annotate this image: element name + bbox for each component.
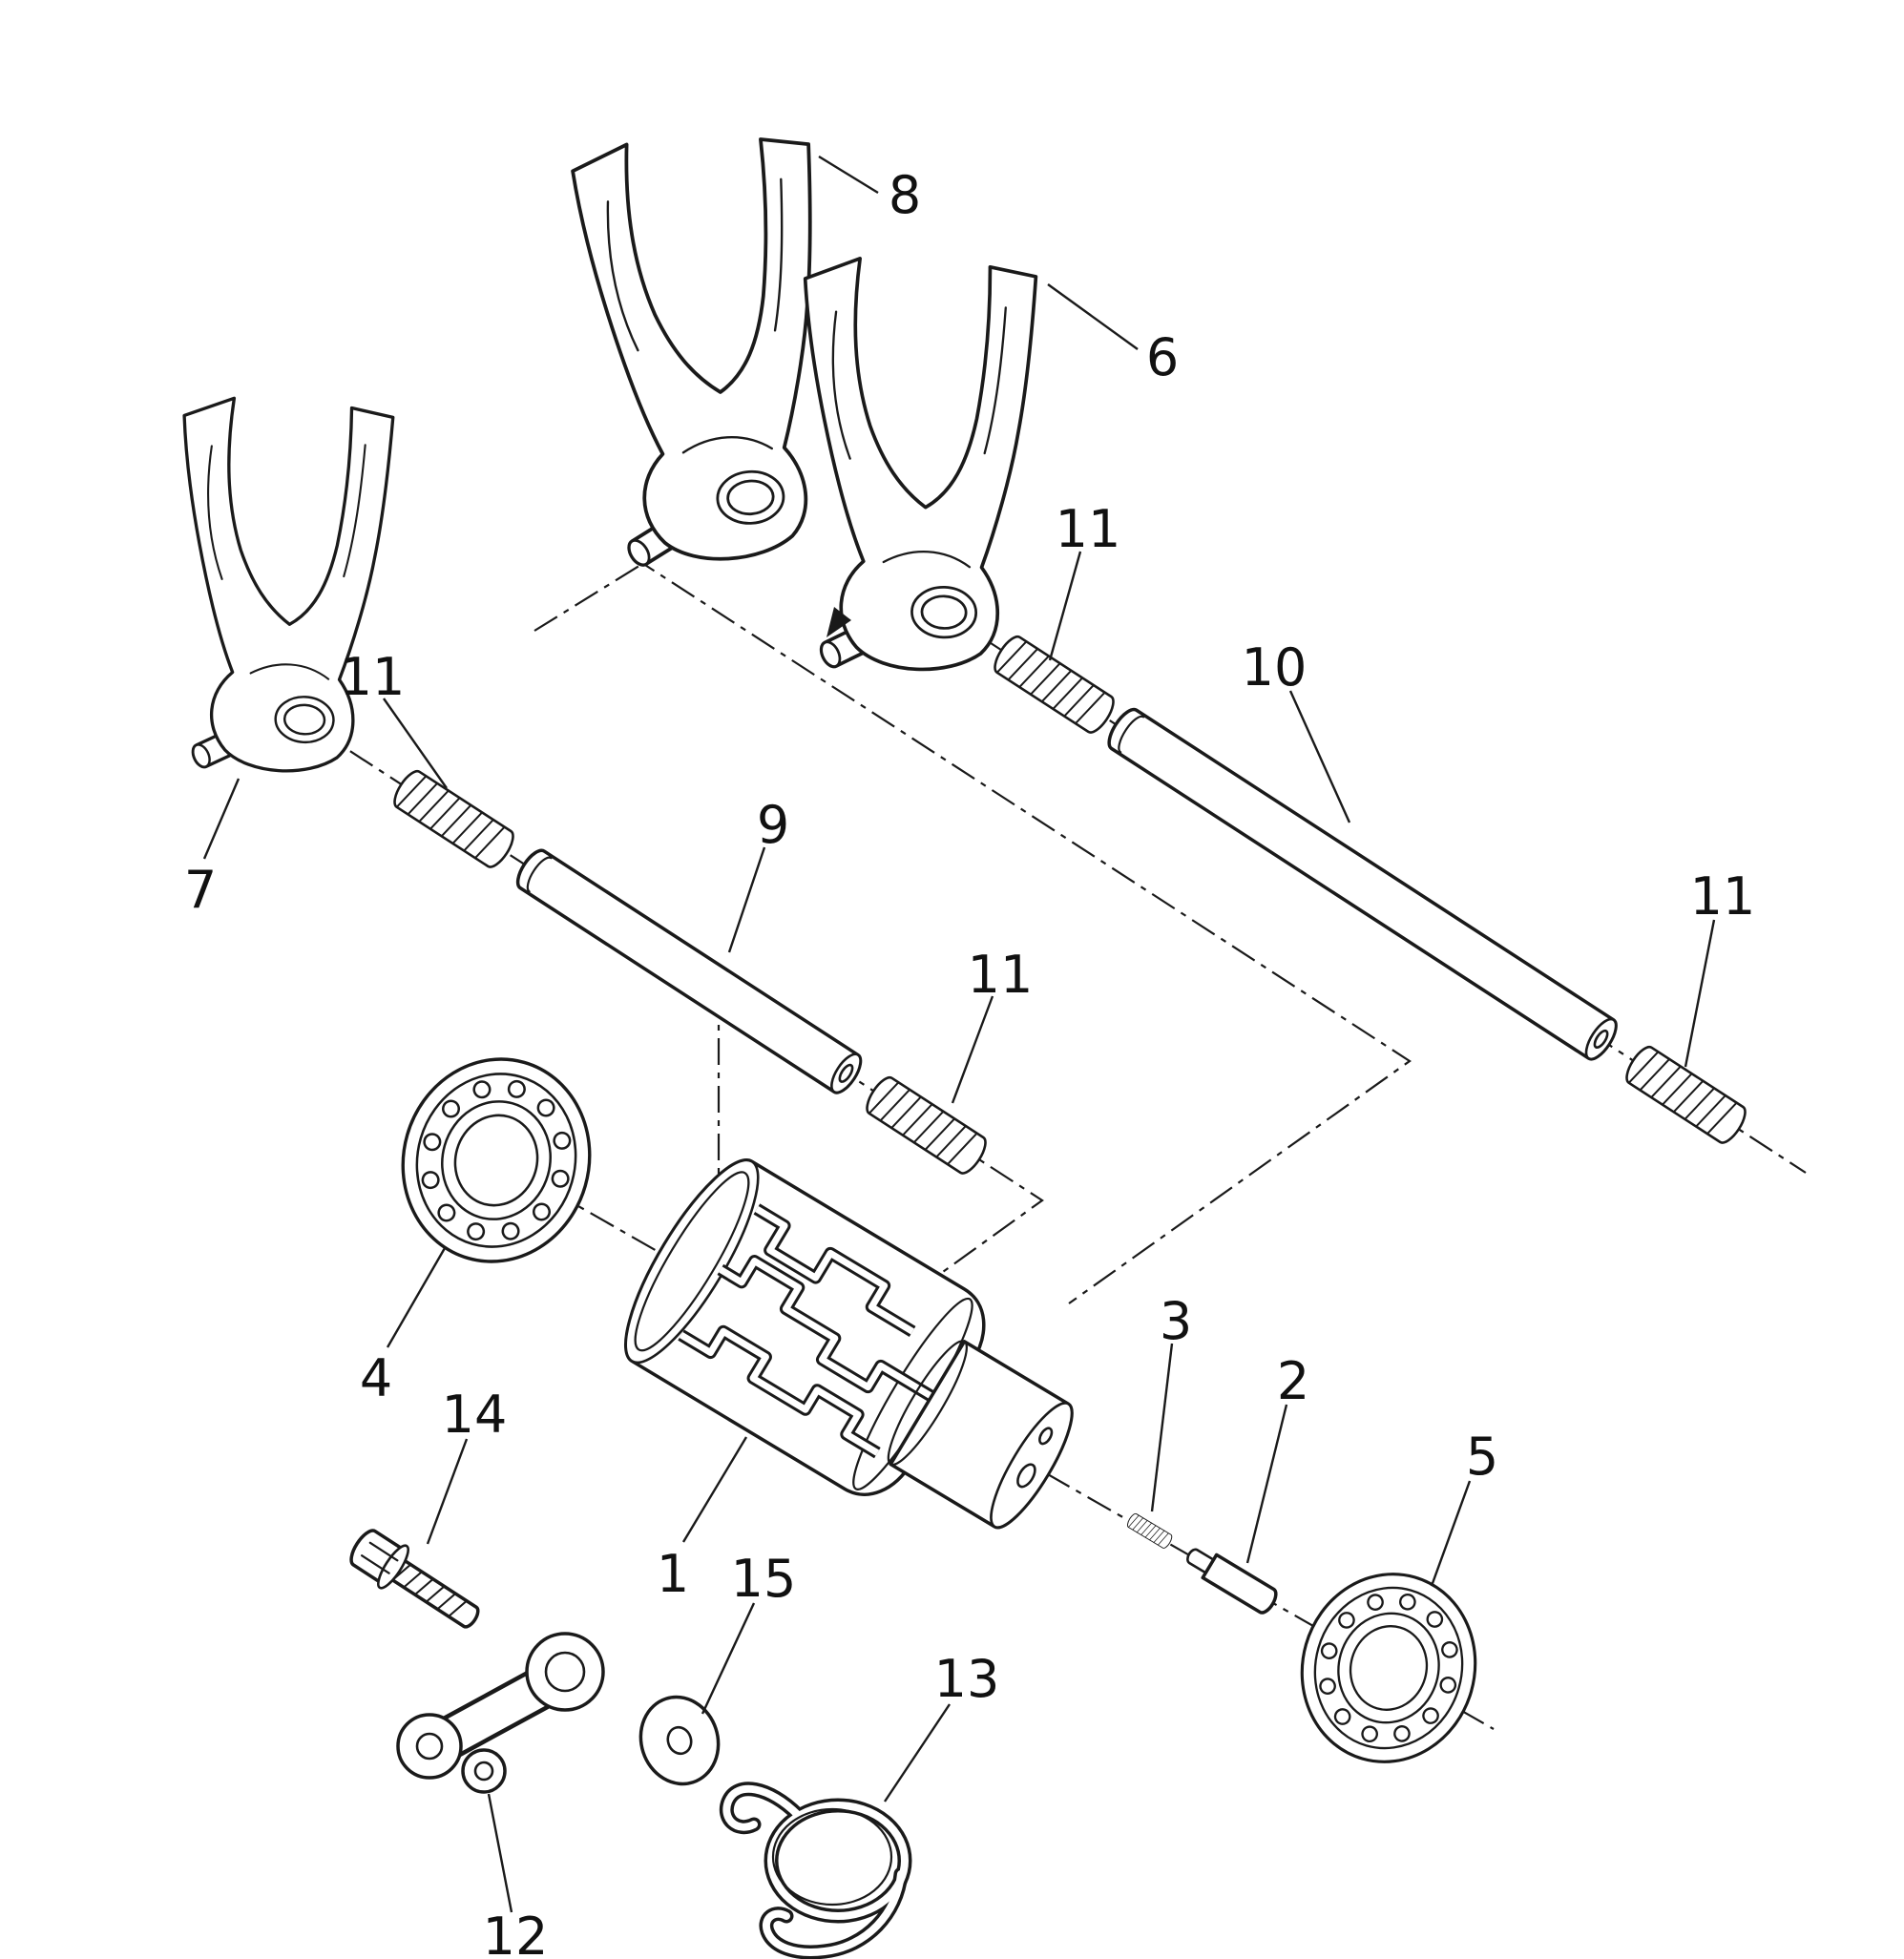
washer-15 bbox=[638, 1695, 721, 1786]
callout-10: 10 bbox=[1242, 637, 1308, 698]
callout-6: 6 bbox=[1146, 327, 1179, 387]
bolt-14 bbox=[349, 1529, 480, 1629]
leader-7 bbox=[202, 778, 241, 860]
leader-1 bbox=[681, 1436, 748, 1543]
cam-grooves bbox=[678, 1203, 938, 1459]
shift-cam-1 bbox=[623, 1158, 1074, 1530]
torsion-spring-13 bbox=[719, 1782, 912, 1959]
leader-3 bbox=[1150, 1343, 1174, 1512]
leader-5 bbox=[1430, 1480, 1472, 1587]
pin-2 bbox=[1186, 1548, 1278, 1615]
spring-11-left bbox=[387, 765, 520, 873]
callouts: 8 6 7 11 10 11 9 11 11 4 1 3 2 5 14 15 1… bbox=[184, 165, 1756, 1959]
shift-fork-7 bbox=[164, 393, 396, 781]
leader-11-left bbox=[383, 698, 448, 789]
callout-8: 8 bbox=[889, 165, 921, 225]
callout-3: 3 bbox=[1160, 1291, 1192, 1351]
callout-9: 9 bbox=[757, 795, 789, 855]
leader-8 bbox=[818, 155, 879, 195]
leader-12 bbox=[487, 1793, 513, 1913]
callout-4: 4 bbox=[360, 1348, 392, 1408]
callout-5: 5 bbox=[1466, 1427, 1498, 1487]
leader-13 bbox=[884, 1703, 951, 1803]
bearing-4 bbox=[377, 1034, 616, 1286]
leader-10 bbox=[1288, 690, 1351, 823]
callout-14: 14 bbox=[442, 1385, 508, 1445]
shift-fork-6 bbox=[789, 255, 1038, 678]
leader-11-top bbox=[1048, 551, 1082, 661]
bearing-5 bbox=[1278, 1552, 1499, 1784]
callout-12: 12 bbox=[483, 1907, 549, 1959]
leader-2 bbox=[1245, 1404, 1288, 1564]
callout-11-left: 11 bbox=[340, 647, 406, 707]
insertion-arrow-icon bbox=[826, 607, 851, 637]
shift-fork-rod-10 bbox=[1107, 707, 1618, 1061]
leader-9 bbox=[727, 846, 766, 953]
callout-11-right: 11 bbox=[1690, 866, 1756, 927]
callout-11-top: 11 bbox=[1056, 499, 1121, 559]
shift-fork-8 bbox=[569, 130, 840, 573]
leader-lines bbox=[202, 155, 1716, 1913]
shift-fork-rod-9 bbox=[515, 848, 863, 1094]
centerline-fork8-pin-to-cam bbox=[631, 555, 1412, 1304]
callout-13: 13 bbox=[934, 1649, 1000, 1709]
leader-11-right bbox=[1684, 919, 1716, 1068]
spring-11-center bbox=[860, 1072, 993, 1179]
callout-11-center: 11 bbox=[968, 945, 1034, 1005]
callout-1: 1 bbox=[657, 1544, 689, 1604]
leader-11-center bbox=[951, 995, 994, 1104]
callout-15: 15 bbox=[731, 1549, 797, 1609]
shift-arm-12 bbox=[396, 1632, 605, 1794]
spring-3 bbox=[1125, 1511, 1175, 1551]
leader-4 bbox=[386, 1247, 447, 1348]
leader-15 bbox=[701, 1602, 756, 1715]
callout-7: 7 bbox=[184, 860, 217, 920]
leader-6 bbox=[1047, 283, 1139, 350]
callout-2: 2 bbox=[1277, 1351, 1309, 1411]
leader-14 bbox=[426, 1438, 469, 1545]
